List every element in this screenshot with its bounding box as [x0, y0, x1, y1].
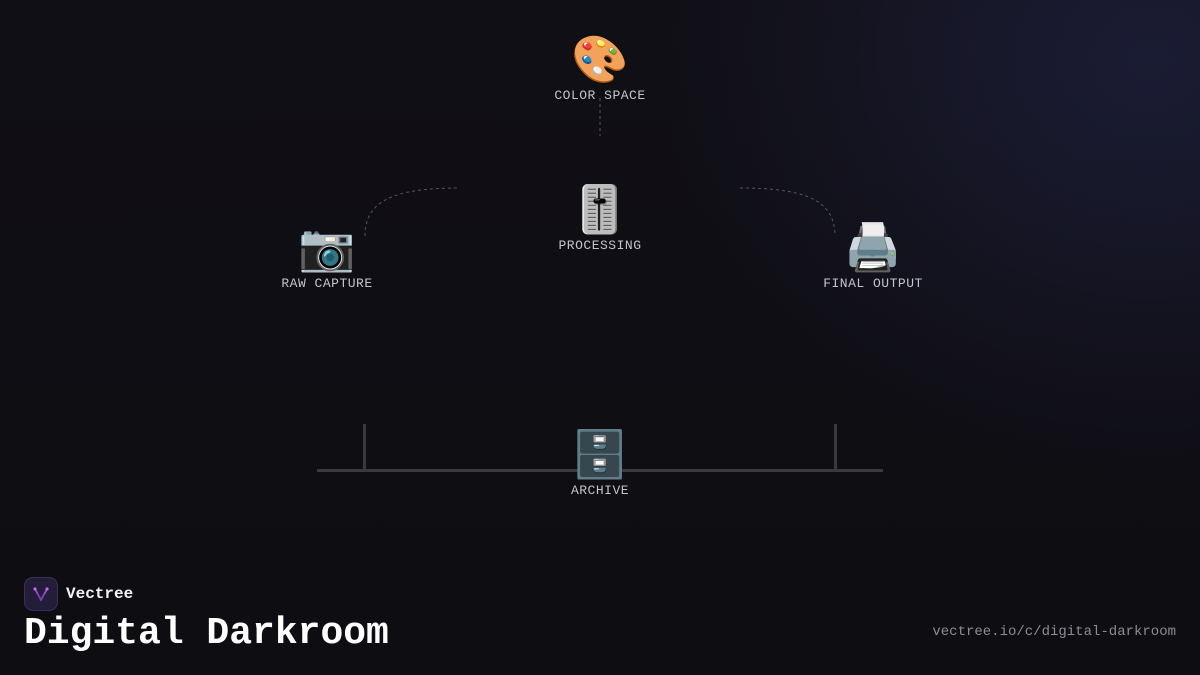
page-title: Digital Darkroom [24, 612, 389, 655]
node-raw-capture[interactable]: 📷 RAW CAPTURE [281, 220, 372, 291]
node-final-output[interactable]: 🖨️ FINAL OUTPUT [823, 220, 923, 291]
palette-icon: 🎨 [571, 32, 629, 86]
brand-name: Vectree [66, 585, 134, 603]
printer-icon: 🖨️ [844, 220, 902, 274]
camera-icon: 📷 [298, 220, 356, 274]
node-processing[interactable]: 🎚️ PROCESSING [558, 182, 641, 253]
file-cabinet-icon: 🗄️ [571, 427, 629, 481]
page-url[interactable]: vectree.io/c/digital-darkroom [932, 624, 1176, 640]
connector-raw-capture-processing [364, 187, 461, 237]
node-archive[interactable]: 🗄️ ARCHIVE [571, 427, 629, 498]
brand[interactable]: Vectree [24, 577, 133, 611]
node-label: RAW CAPTURE [281, 276, 373, 291]
node-label: FINAL OUTPUT [823, 276, 923, 291]
node-label: PROCESSING [558, 238, 642, 253]
node-color-space[interactable]: 🎨 COLOR SPACE [554, 32, 645, 103]
sliders-icon: 🎚️ [571, 182, 629, 236]
vectree-logo-icon [24, 577, 58, 611]
node-label: COLOR SPACE [554, 88, 646, 103]
node-label: ARCHIVE [570, 483, 630, 498]
connector-processing-final-output [739, 187, 836, 237]
